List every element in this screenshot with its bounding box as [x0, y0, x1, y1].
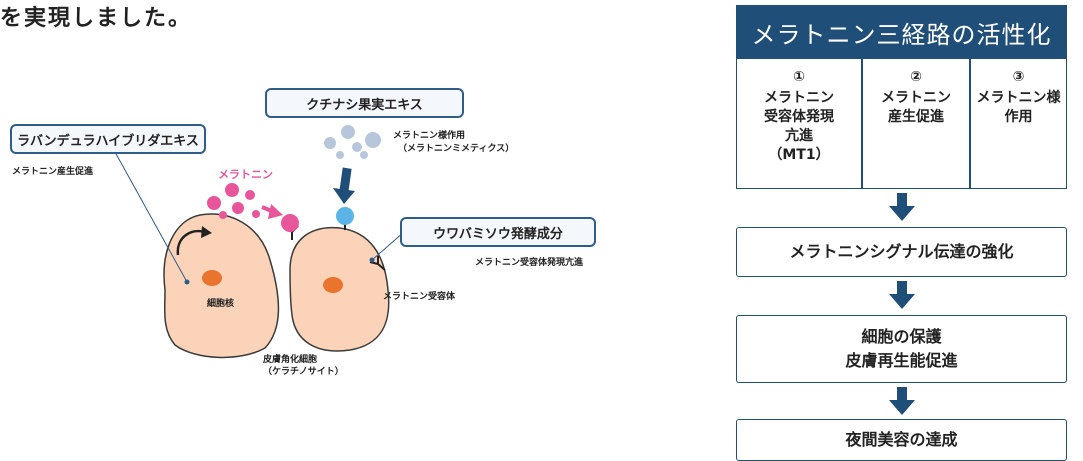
activation-flowchart: メラトニン三経路の活性化 ① メラトニン 受容体発現 亢進 （MT1） ② メラ… — [736, 5, 1083, 461]
cell-label-2: （ケラチノサイト） — [263, 367, 344, 377]
melatonin-label: メラトニン — [218, 168, 273, 181]
pathway-2-text: メラトニン 産生促進 — [881, 90, 951, 125]
lavender-extract-box: ラバンデュラハイブリダエキス — [10, 124, 206, 154]
diagram-graphics — [114, 125, 405, 359]
lavender-note: メラトニン産生促進 — [12, 167, 94, 177]
mechanism-diagram: ラバンデュラハイブリダエキス メラトニン産生促進 クチナシ果実エキス メラトニン… — [10, 88, 596, 377]
nucleus-label: 細胞核 — [207, 299, 235, 309]
pathway-2-number: ② — [910, 69, 922, 85]
page-heading: を実現しました。 — [0, 6, 193, 31]
uwabami-box: ウワバミソウ発酵成分 — [400, 217, 596, 247]
pathway-1-number: ① — [793, 69, 805, 85]
down-arrow-icon — [889, 281, 915, 309]
uwabami-note: メラトニン受容体発現亢進 — [475, 258, 584, 268]
flow-step-achievement: 夜間美容の達成 — [736, 419, 1067, 461]
pathway-3-number: ③ — [1012, 69, 1025, 85]
mimetic-bound — [336, 207, 354, 225]
left-cell — [163, 213, 280, 359]
kuchinashi-note-2: （メラトニンミメティクス） — [398, 144, 515, 154]
cell-label-1: 皮膚角化細胞 — [263, 355, 318, 365]
kuchinashi-extract-box: クチナシ果実エキス — [265, 88, 464, 118]
down-arrow-icon — [889, 387, 915, 415]
kuchinashi-note-1: メラトニン様作用 — [393, 131, 466, 141]
flow-step-signal: メラトニンシグナル伝達の強化 — [736, 227, 1067, 277]
pathway-3-text: メラトニン様 作用 — [976, 90, 1061, 125]
pathway-2: ② メラトニン 産生促進 — [862, 59, 970, 189]
flow-step-protection: 細胞の保護 皮膚再生能促進 — [736, 315, 1067, 383]
left-nucleus — [202, 270, 222, 286]
flow-header: メラトニン三経路の活性化 — [736, 5, 1067, 59]
pathway-1: ① メラトニン 受容体発現 亢進 （MT1） — [736, 59, 862, 189]
pathway-1-text: メラトニン 受容体発現 亢進 （MT1） — [764, 90, 834, 163]
down-arrow-icon — [889, 193, 915, 221]
pathway-3: ③ メラトニン様 作用 — [970, 59, 1067, 189]
curved-arrow-icon — [176, 229, 206, 256]
receptor-label: メラトニン受容体 — [383, 292, 456, 302]
melatonin-bound — [281, 214, 299, 232]
right-nucleus — [323, 277, 343, 293]
